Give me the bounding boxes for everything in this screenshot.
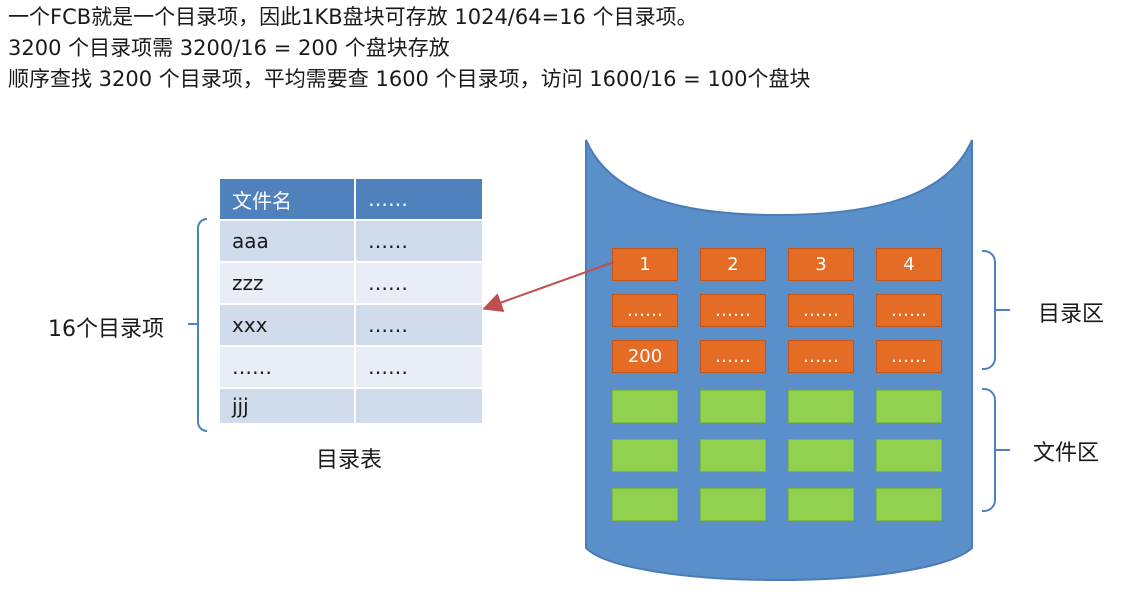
directory-block: …… xyxy=(700,294,766,327)
file-block xyxy=(788,439,854,472)
file-block xyxy=(876,488,942,521)
cell-other: …… xyxy=(354,261,484,305)
directory-block: 200 xyxy=(612,340,678,373)
cell-filename: …… xyxy=(218,345,356,389)
intro-text: 一个FCB就是一个目录项，因此1KB盘块可存放 1024/64=16 个目录项。… xyxy=(8,2,811,95)
header-filename: 文件名 xyxy=(218,177,356,221)
directory-block: …… xyxy=(876,340,942,373)
directory-block: …… xyxy=(788,294,854,327)
directory-block: …… xyxy=(612,294,678,327)
cell-other: …… xyxy=(354,219,484,263)
intro-line-2: 3200 个目录项需 3200/16 = 200 个盘块存放 xyxy=(8,36,450,60)
table-row: zzz …… xyxy=(218,261,484,305)
directory-table: 文件名 …… aaa …… zzz …… xxx …… …… …… jjj xyxy=(218,177,484,425)
cell-filename: aaa xyxy=(218,219,356,263)
cell-other: …… xyxy=(354,303,484,347)
directory-zone-tick xyxy=(996,309,1010,311)
table-row: …… …… xyxy=(218,345,484,389)
cylinder-body xyxy=(585,139,973,582)
file-block xyxy=(876,390,942,423)
directory-block: …… xyxy=(876,294,942,327)
cell-filename: jjj xyxy=(218,387,356,425)
file-block xyxy=(700,488,766,521)
table-row: xxx …… xyxy=(218,303,484,347)
table-caption: 目录表 xyxy=(316,448,383,473)
file-zone-label: 文件区 xyxy=(1033,441,1100,466)
file-block xyxy=(612,439,678,472)
header-other: …… xyxy=(354,177,484,221)
file-zone-bracket xyxy=(982,388,996,512)
file-block xyxy=(876,439,942,472)
entry-count-label: 16个目录项 xyxy=(48,317,164,342)
directory-block: 3 xyxy=(788,248,854,281)
file-block xyxy=(700,439,766,472)
directory-block: 1 xyxy=(612,248,678,281)
directory-block: 2 xyxy=(700,248,766,281)
file-block xyxy=(788,488,854,521)
cell-filename: zzz xyxy=(218,261,356,305)
cell-other: …… xyxy=(354,345,484,389)
cell-filename: xxx xyxy=(218,303,356,347)
directory-block: …… xyxy=(788,340,854,373)
table-row: aaa …… xyxy=(218,219,484,263)
file-zone-tick xyxy=(996,449,1010,451)
table-header-row: 文件名 …… xyxy=(218,177,484,221)
table-bracket xyxy=(197,218,207,432)
file-block xyxy=(612,390,678,423)
intro-line-3: 顺序查找 3200 个目录项，平均需要查 1600 个目录项，访问 1600/1… xyxy=(8,67,811,91)
cell-other xyxy=(354,387,484,425)
file-block xyxy=(612,488,678,521)
file-block xyxy=(700,390,766,423)
directory-block: …… xyxy=(700,340,766,373)
directory-zone-bracket xyxy=(982,250,996,370)
directory-block: 4 xyxy=(876,248,942,281)
file-block xyxy=(788,390,854,423)
intro-line-1: 一个FCB就是一个目录项，因此1KB盘块可存放 1024/64=16 个目录项。 xyxy=(8,5,698,29)
table-row: jjj xyxy=(218,387,484,425)
table-bracket-tick xyxy=(188,323,198,325)
directory-zone-label: 目录区 xyxy=(1038,302,1105,327)
arrow-line xyxy=(482,261,615,312)
